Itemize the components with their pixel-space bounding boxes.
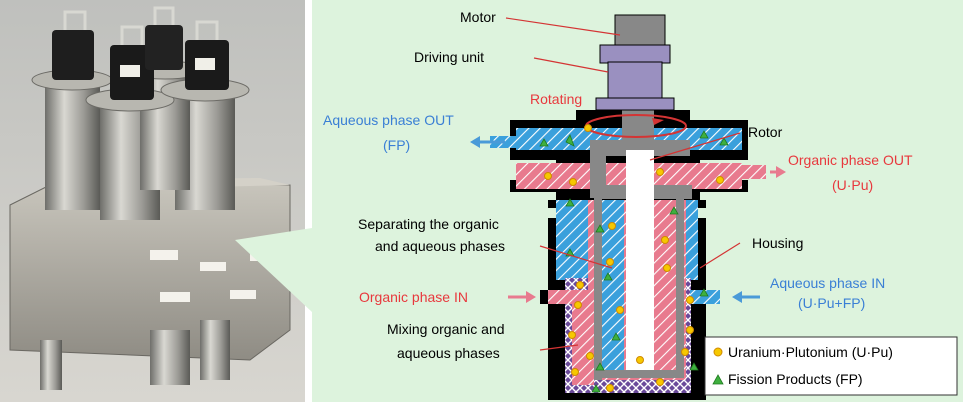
label-organic-in: Organic phase IN — [359, 289, 468, 305]
legend: Uranium·Plutonium (U·Pu) Fission Product… — [704, 336, 958, 396]
label-aqueous-in: Aqueous phase IN — [770, 275, 885, 291]
organic-inlet-pipe — [548, 290, 578, 304]
label-organic-out: Organic phase OUT — [788, 152, 913, 168]
label-mixing-1: Mixing organic and — [387, 321, 505, 337]
organic-out-arrow — [776, 166, 786, 178]
rotating-arrowhead — [652, 118, 664, 125]
label-separating-1: Separating the organic — [358, 216, 499, 232]
label-aqueous-out: Aqueous phase OUT — [323, 112, 454, 128]
uranium-particles — [544, 124, 724, 392]
driving-unit-flange — [599, 44, 671, 64]
organic-in-arrow — [526, 291, 536, 303]
fission-particles — [539, 130, 729, 393]
label-rotating: Rotating — [530, 91, 582, 107]
label-separating-2: and aqueous phases — [375, 238, 505, 254]
contactor-photo — [0, 0, 305, 402]
driving-unit-body — [607, 61, 663, 101]
label-rotor: Rotor — [748, 124, 783, 140]
organic-outlet-pipe — [740, 165, 766, 179]
aqueous-inlet-pipe — [690, 290, 720, 304]
label-organic-out-upu: (U·Pu) — [832, 177, 873, 193]
zoom-wedge — [235, 228, 312, 312]
legend-uranium: Uranium·Plutonium (U·Pu) — [728, 344, 893, 360]
label-motor: Motor — [460, 9, 496, 25]
label-aqueous-in-upufp: (U·Pu+FP) — [798, 295, 865, 311]
uranium-legend-icon — [713, 347, 723, 357]
aqueous-out-arrow — [470, 136, 480, 148]
label-mixing-2: aqueous phases — [397, 345, 500, 361]
label-housing: Housing — [752, 235, 803, 251]
label-aqueous-out-fp: (FP) — [383, 137, 410, 153]
label-driving-unit: Driving unit — [414, 49, 484, 65]
rotor — [590, 105, 692, 380]
flow-arrows — [470, 136, 786, 303]
fission-legend-icon — [712, 374, 724, 385]
leader-lines — [505, 17, 741, 351]
legend-box — [704, 336, 958, 396]
legend-fission: Fission Products (FP) — [728, 371, 863, 387]
aqueous-in-arrow — [732, 291, 742, 303]
